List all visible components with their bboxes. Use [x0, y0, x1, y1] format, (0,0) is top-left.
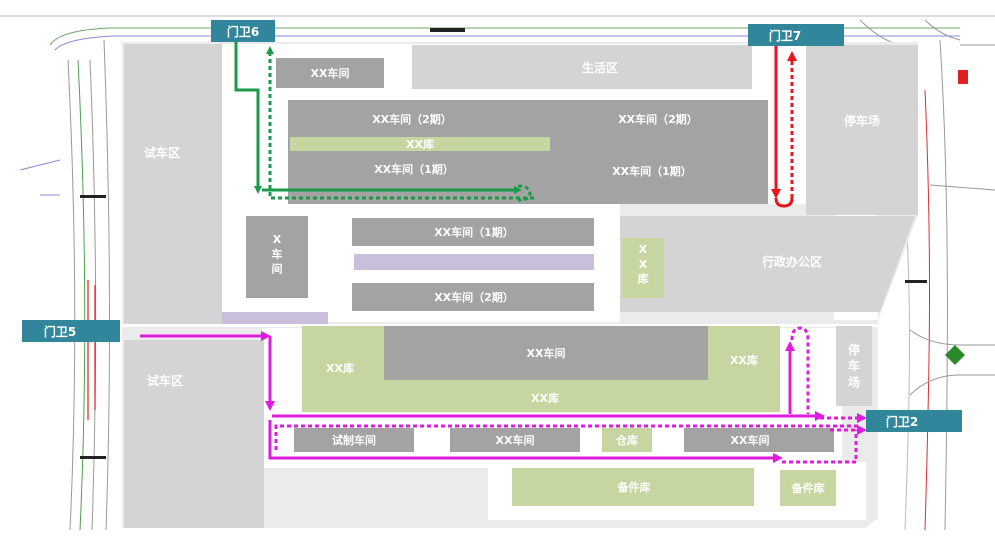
workshop-mid-phase1-label: XX车间（1期） [434, 225, 514, 239]
workshop-big-label: XX车间 [527, 346, 566, 360]
route-gate6-exit [266, 46, 534, 200]
route-gate7-turn [774, 197, 794, 208]
workshop-big [384, 326, 708, 380]
lavender-strip-mid [354, 254, 594, 270]
spare-parts-big [512, 468, 754, 506]
admin-office-label: 行政办公区 [761, 254, 822, 269]
store-vertical [622, 238, 664, 298]
trial-workshop [294, 428, 414, 452]
warehouse-label: 仓库 [615, 433, 638, 447]
living-zone [412, 45, 752, 89]
workshop-mid-phase2-label: XX车间（2期） [434, 290, 514, 304]
spare-parts-big-label: 备件库 [617, 480, 651, 494]
living-zone-label: 生活区 [582, 60, 618, 75]
workshop-row-mid [450, 428, 580, 452]
workshop-top-small-label: XX车间 [311, 66, 350, 80]
store-left-label: XX库 [326, 361, 354, 375]
test-track-bottom-label: 试车区 [147, 373, 183, 388]
test-track-top-zone [124, 44, 222, 324]
workshop-phase2-right-label: XX车间（2期） [618, 112, 698, 126]
gate-6[interactable]: 门卫6 [211, 20, 275, 42]
store-strip [290, 137, 550, 151]
spare-parts-small-label: 备件库 [791, 481, 825, 495]
workshop-phase2-left-label: XX车间（2期） [372, 112, 452, 126]
route-gate6 [234, 40, 534, 202]
lavender-strip-left [222, 312, 328, 324]
route-down-to-lower [268, 420, 783, 463]
route-gate6-turn [517, 184, 532, 202]
parking-top-label: 停车场 [844, 113, 880, 128]
store-bottom-label: XX库 [531, 391, 559, 405]
workshop-phase1-left-label: XX车间（1期） [374, 162, 454, 176]
route-gate6-entry [234, 40, 262, 194]
workshop-top-small [276, 58, 384, 88]
workshop-phase-block [288, 100, 768, 204]
workshop-vertical [246, 216, 308, 298]
workshop-mid-phase2 [352, 283, 594, 311]
spare-parts-small [780, 470, 836, 506]
parking-top-zone [806, 45, 918, 215]
gate-6-label: 门卫6 [227, 24, 259, 39]
test-track-top-label: 试车区 [144, 145, 180, 160]
workshop-mid-phase1 [352, 218, 594, 246]
route-return-west [274, 424, 858, 450]
gate-2[interactable]: 门卫2 [866, 410, 962, 432]
admin-office-zone [620, 216, 915, 312]
gate-5-label: 门卫5 [44, 324, 76, 339]
gate-7-label: 门卫7 [769, 28, 801, 43]
route-exit-lower [782, 430, 858, 464]
workshop-phase1-right-label: XX车间（1期） [612, 164, 692, 178]
gate-7[interactable]: 门卫7 [748, 24, 844, 46]
route-gate5-gate2 [140, 326, 867, 464]
gate-5[interactable]: 门卫5 [22, 320, 120, 342]
trial-workshop-label: 试制车间 [332, 433, 376, 447]
store-right-label: XX库 [730, 353, 758, 367]
parking-right-zone [836, 326, 872, 406]
store-strip-label: XX库 [406, 137, 434, 151]
workshop-row-right [684, 428, 834, 452]
route-loop-head [790, 326, 810, 414]
gate-2-label: 门卫2 [886, 414, 918, 429]
warehouse [602, 428, 652, 452]
workshop-row-mid-label: XX车间 [496, 433, 535, 447]
workshop-row-right-label: XX车间 [731, 433, 770, 447]
route-gate7 [771, 44, 797, 208]
parking-right-label: 停车场 [848, 342, 860, 389]
test-track-bottom-zone [124, 340, 264, 528]
